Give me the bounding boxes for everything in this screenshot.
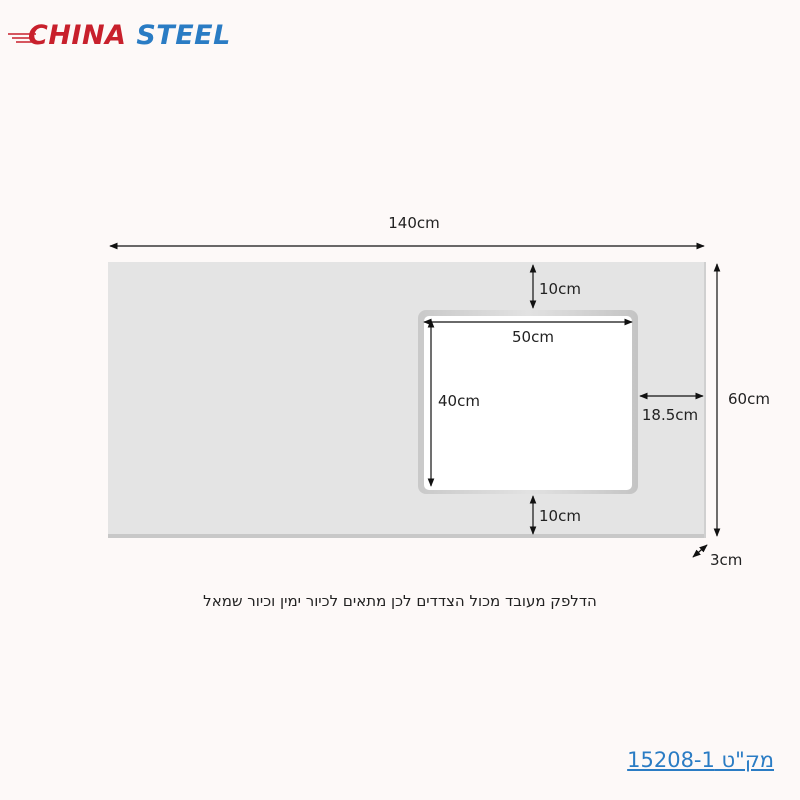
speed-lines-icon bbox=[8, 33, 36, 43]
label-total-width: 140cm bbox=[388, 214, 440, 232]
description-caption: הדלפק מעובד מכול הצדדים לכן מתאים לכיור … bbox=[203, 592, 597, 610]
dimension-cutout-width: 50cm bbox=[423, 318, 633, 346]
sink-cutout bbox=[418, 310, 638, 494]
brand-word-china: CHINA bbox=[28, 20, 127, 51]
sku-link[interactable]: מק"ט 15208-1 bbox=[627, 748, 774, 772]
dimension-total-width: 140cm bbox=[109, 214, 705, 250]
label-bottom-margin: 10cm bbox=[539, 507, 581, 525]
brand-name: CHINA STEEL bbox=[28, 18, 231, 54]
brand-logo: CHINA STEEL bbox=[6, 18, 230, 54]
label-side-margin: 18.5cm bbox=[642, 406, 698, 424]
label-top-margin: 10cm bbox=[539, 280, 581, 298]
label-total-depth: 60cm bbox=[728, 390, 770, 408]
label-cutout-depth: 40cm bbox=[438, 392, 480, 410]
dimension-total-depth: 60cm bbox=[713, 263, 770, 537]
dimension-thickness: 3cm bbox=[692, 544, 742, 569]
brand-word-steel: STEEL bbox=[136, 20, 231, 51]
dimension-side-margin: 18.5cm bbox=[639, 392, 704, 424]
dimension-top-margin: 10cm bbox=[529, 264, 581, 309]
label-cutout-width: 50cm bbox=[512, 328, 554, 346]
dimension-cutout-depth: 40cm bbox=[427, 319, 480, 487]
dimension-bottom-margin: 10cm bbox=[529, 495, 581, 535]
label-thickness: 3cm bbox=[710, 551, 742, 569]
